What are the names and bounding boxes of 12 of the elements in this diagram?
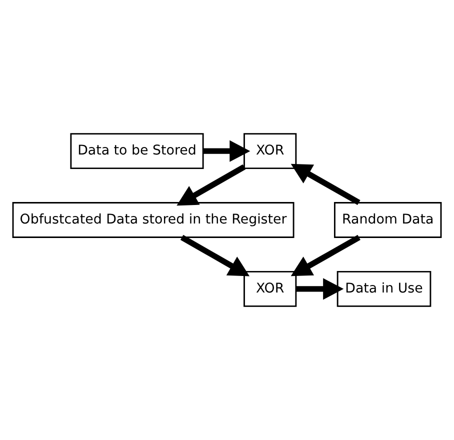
arrow	[290, 234, 360, 276]
node-box: Random Data	[334, 202, 442, 238]
arrow	[290, 164, 360, 206]
arrow	[176, 164, 246, 206]
arrow	[296, 278, 344, 300]
arrow	[203, 140, 250, 162]
node-box: Data to be Stored	[70, 133, 204, 170]
node-box: Obfustcated Data stored in the Register	[12, 202, 294, 238]
node-box: XOR	[244, 133, 297, 170]
arrow	[180, 234, 250, 276]
node-box: Data in Use	[336, 270, 432, 307]
node-box: XOR	[244, 270, 297, 307]
